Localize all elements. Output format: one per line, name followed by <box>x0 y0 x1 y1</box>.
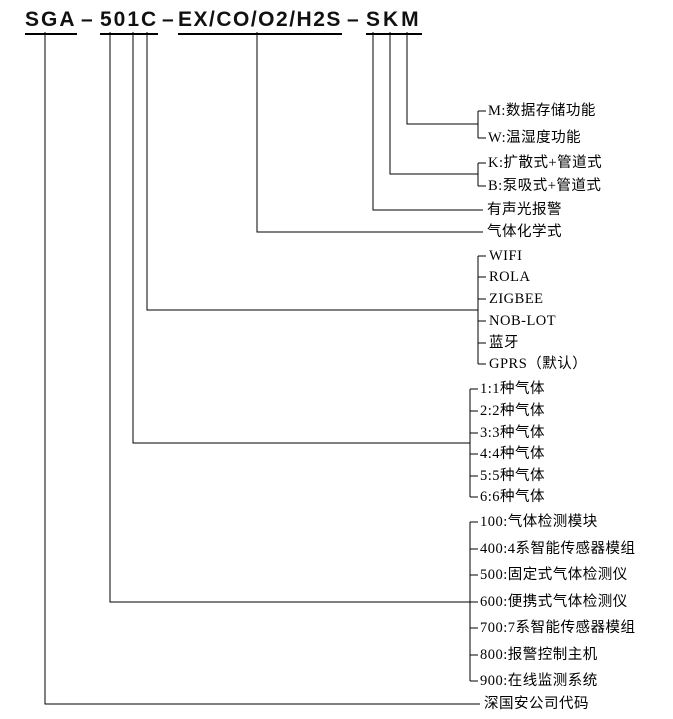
legend-item-series-400: 400:4系智能传感器模组 <box>480 541 636 557</box>
connector-alarm <box>372 32 483 211</box>
legend-item-series-100: 100:气体检测模块 <box>480 514 598 530</box>
legend-item-count-2: 2:2种气体 <box>480 403 546 419</box>
legend-item-rola: ROLA <box>489 269 531 285</box>
legend-item-series-900: 900:在线监测系统 <box>480 673 598 689</box>
legend-item-series-800: 800:报警控制主机 <box>480 647 598 663</box>
legend-item-bluetooth: 蓝牙 <box>489 335 519 351</box>
legend-item-series-700: 700:7系智能传感器模组 <box>480 620 636 636</box>
legend-item-count-1: 1:1种气体 <box>480 381 546 397</box>
title-segment-sga: SGA <box>25 8 77 35</box>
title-dash-1: – <box>81 8 93 31</box>
title-segment-skm: SKM <box>366 8 422 35</box>
legend-item-count-3: 3:3种气体 <box>480 425 546 441</box>
legend-item-zigbee: ZIGBEE <box>489 291 544 307</box>
connector-m-group <box>406 32 486 139</box>
legend-item-b-pump: B:泵吸式+管道式 <box>488 178 602 194</box>
title-dash-3: – <box>347 8 359 31</box>
title-dash-2: – <box>162 8 174 31</box>
connector-gas-formula <box>256 32 483 233</box>
legend-item-gas-formula: 气体化学式 <box>487 224 562 240</box>
legend-item-gprs: GPRS（默认） <box>489 356 588 372</box>
legend-item-series-600: 600:便携式气体检测仪 <box>480 594 628 610</box>
legend-item-company: 深国安公司代码 <box>484 696 589 712</box>
title-segment-gas: EX/CO/O2/H2S <box>178 8 342 35</box>
title-segment-501c: 501C <box>100 8 159 35</box>
legend-item-count-5: 5:5种气体 <box>480 468 546 484</box>
connector-gas-count-group <box>132 32 478 498</box>
legend-item-alarm: 有声光报警 <box>487 202 562 218</box>
legend-item-m-storage: M:数据存储功能 <box>488 103 596 119</box>
connector-comm-group <box>146 32 486 365</box>
connector-company <box>44 32 480 705</box>
connector-series-group <box>109 32 478 682</box>
legend-item-w-temphumid: W:温湿度功能 <box>488 130 582 146</box>
legend-item-series-500: 500:固定式气体检测仪 <box>480 567 628 583</box>
legend-item-k-diffusion: K:扩散式+管道式 <box>488 155 603 171</box>
connector-k-group <box>389 32 486 187</box>
legend-item-count-6: 6:6种气体 <box>480 489 546 505</box>
legend-item-nob-lot: NOB-LOT <box>489 313 557 329</box>
legend-item-wifi: WIFI <box>489 248 523 264</box>
legend-item-count-4: 4:4种气体 <box>480 446 546 462</box>
